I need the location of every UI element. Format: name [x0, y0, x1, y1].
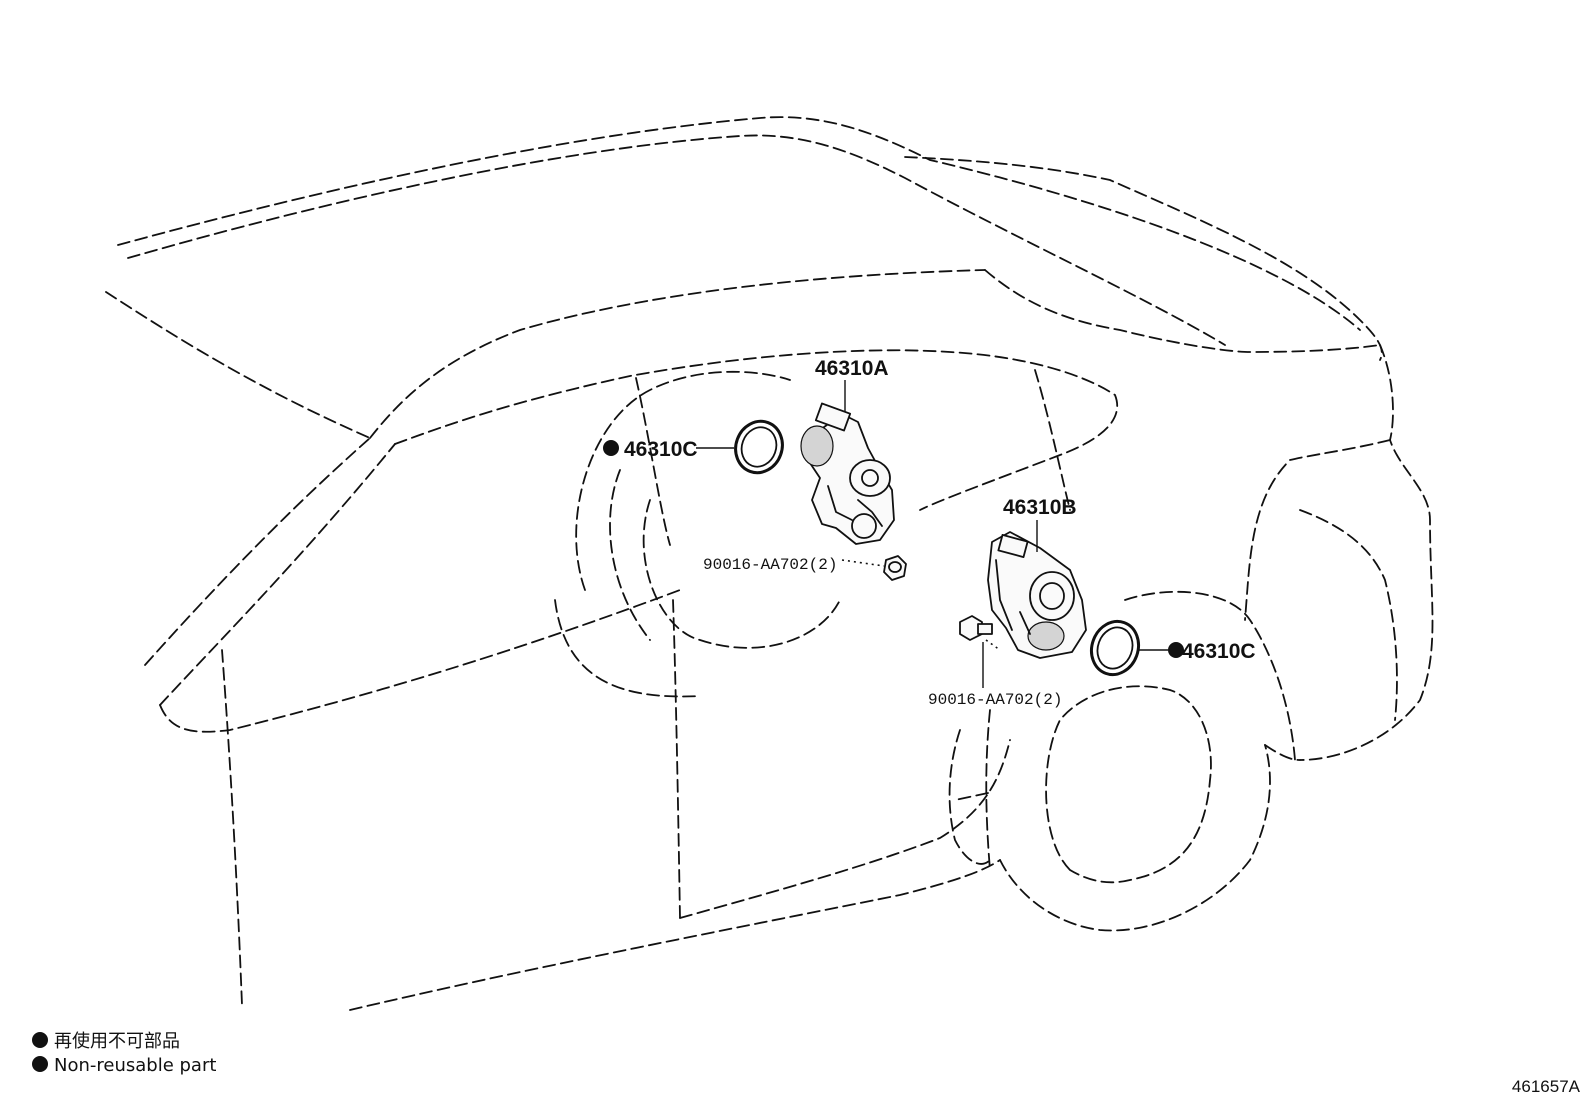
oring-front: [734, 419, 784, 475]
legend-marker-en: [32, 1056, 48, 1072]
actuator-front: [800, 402, 895, 545]
figure-id: 461657A: [1512, 1077, 1581, 1096]
legend: 再使用不可部品 Non-reusable part: [32, 1031, 216, 1076]
bolt-front: [883, 555, 907, 581]
callout-46310c-front: 46310C: [624, 438, 698, 461]
actuator-rear: [987, 531, 1087, 659]
callout-46310c-rear: 46310C: [1182, 640, 1256, 663]
oring-rear: [1089, 619, 1141, 677]
callout-bolt-front: 90016-AA702(2): [703, 556, 837, 574]
non-reusable-marker-rear: [1168, 642, 1184, 658]
callout-bolt-rear: 90016-AA702(2): [928, 691, 1062, 709]
non-reusable-marker-front: [603, 440, 619, 456]
callout-46310a: 46310A: [815, 357, 889, 380]
callout-labels: 46310A 46310B 46310C 46310C 90016-AA702(…: [603, 357, 1256, 709]
callout-46310b: 46310B: [1003, 496, 1077, 519]
vehicle-outline: [105, 116, 1434, 1011]
legend-text-jp: 再使用不可部品: [54, 1031, 180, 1052]
legend-marker-jp: [32, 1032, 48, 1048]
bolt-rear: [959, 615, 993, 641]
legend-text-en: Non-reusable part: [54, 1055, 216, 1076]
